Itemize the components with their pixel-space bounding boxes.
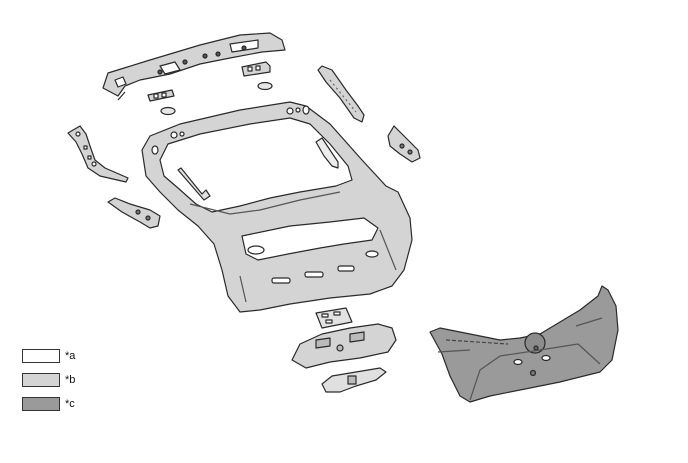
lock-reinforcement-plate	[315, 307, 353, 329]
right-upper-rail	[317, 65, 365, 123]
legend-item-c: *c	[22, 397, 75, 411]
right-hinge-bracket	[387, 125, 421, 163]
upper-bracket-right	[241, 61, 271, 77]
legend-swatch-c	[22, 397, 60, 411]
left-lower-bracket	[107, 197, 161, 229]
back-door-inner-panel	[141, 101, 413, 313]
upper-bracket-left	[147, 89, 175, 102]
legend-label-b: *b	[65, 374, 76, 386]
left-hinge-reinforcement	[67, 125, 129, 183]
legend-swatch-b	[22, 373, 60, 387]
legend-item-a: *a	[22, 349, 75, 363]
back-door-outer-panel	[429, 285, 619, 403]
legend-label-c: *c	[65, 398, 75, 410]
upper-clip-right	[257, 81, 273, 91]
legend-swatch-a	[22, 349, 60, 363]
upper-clip-left	[160, 106, 176, 116]
legend-label-a: *a	[65, 350, 76, 362]
lower-latch-bracket	[321, 367, 387, 393]
legend-item-b: *b	[22, 373, 75, 387]
window-frame-brace-left	[177, 167, 211, 201]
window-frame-brace-right	[315, 137, 339, 169]
lock-reinforcement	[291, 323, 397, 369]
upper-spoiler-reinforcement	[102, 32, 286, 101]
